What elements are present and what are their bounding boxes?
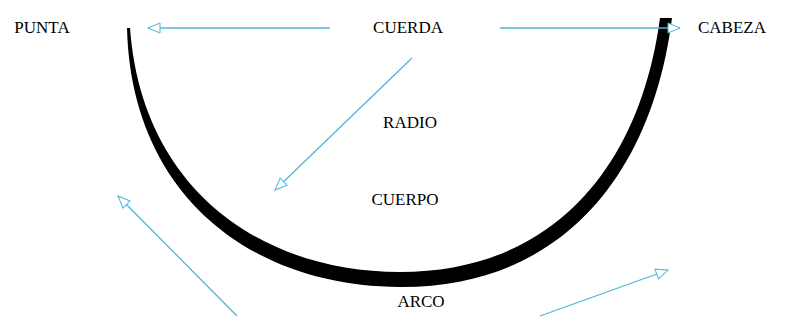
leader-line [540,270,668,316]
body-label: CUERPO [371,190,438,210]
chord-label: CUERDA [373,18,443,38]
tip-label: PUNTA [14,18,69,38]
radius-label: RADIO [383,113,437,133]
head-label: CABEZA [698,18,766,38]
arc-label: ARCO [397,292,444,312]
leader-line [500,27,680,28]
suture-needle [127,18,672,287]
leader-line [148,27,330,28]
leader-line [118,196,237,316]
